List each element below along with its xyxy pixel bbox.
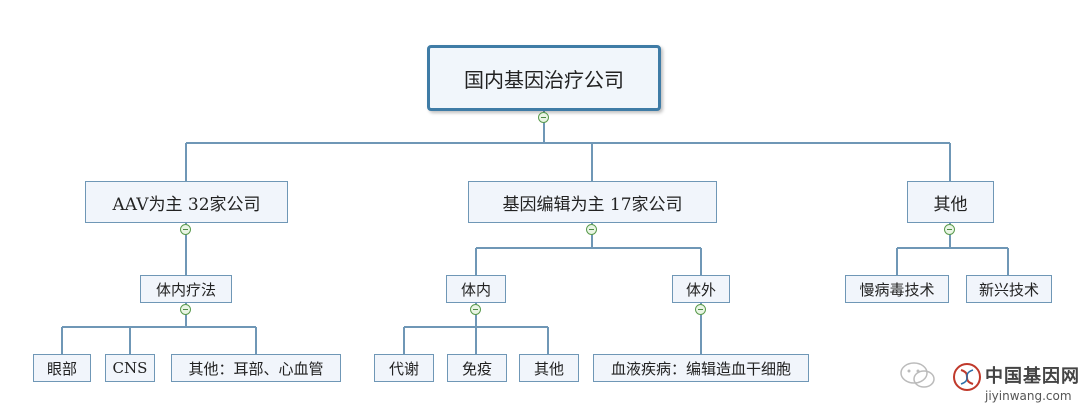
collapse-toggle-icon[interactable]	[695, 304, 706, 315]
editing-ex-vivo-node[interactable]: 体外	[672, 275, 730, 303]
root-label: 国内基因治疗公司	[464, 67, 624, 92]
emerging-tech-label: 新兴技术	[978, 280, 1039, 299]
aav-node[interactable]: AAV为主 32家公司	[85, 181, 288, 223]
editing-other-node[interactable]: 其他	[519, 354, 579, 382]
emerging-tech-node[interactable]: 新兴技术	[966, 275, 1052, 303]
editing-ex-vivo-label: 体外	[685, 280, 716, 299]
collapse-toggle-icon[interactable]	[538, 112, 549, 123]
root-node[interactable]: 国内基因治疗公司	[427, 45, 661, 111]
editing-in-vivo-node[interactable]: 体内	[446, 275, 506, 303]
other-node[interactable]: 其他	[907, 181, 994, 223]
blood-disease-label: 血液疾病：编辑造血干细胞	[610, 359, 791, 378]
collapse-toggle-icon[interactable]	[470, 304, 481, 315]
metabolism-node[interactable]: 代谢	[374, 354, 434, 382]
collapse-toggle-icon[interactable]	[944, 224, 955, 235]
watermark-title: 中国基因网	[985, 366, 1080, 387]
gene-editing-node[interactable]: 基因编辑为主 17家公司	[468, 181, 717, 223]
eye-node[interactable]: 眼部	[33, 354, 91, 382]
editing-in-vivo-label: 体内	[460, 280, 491, 299]
editing-other-label: 其他	[533, 359, 564, 378]
lentivirus-node[interactable]: 慢病毒技术	[845, 275, 949, 303]
aav-label: AAV为主 32家公司	[112, 194, 261, 215]
cns-node[interactable]: CNS	[105, 354, 155, 382]
logo-icon	[953, 363, 981, 391]
aav-other-label: 其他：耳部、心血管	[188, 359, 324, 378]
collapse-toggle-icon[interactable]	[586, 224, 597, 235]
in-vivo-therapy-node[interactable]: 体内疗法	[140, 275, 232, 303]
cns-label: CNS	[112, 359, 148, 377]
immunity-label: 免疫	[461, 359, 492, 378]
collapse-toggle-icon[interactable]	[180, 224, 191, 235]
lentivirus-label: 慢病毒技术	[859, 280, 935, 299]
metabolism-label: 代谢	[388, 359, 419, 378]
wechat-icon	[900, 362, 935, 388]
immunity-node[interactable]: 免疫	[447, 354, 507, 382]
blood-disease-node[interactable]: 血液疾病：编辑造血干细胞	[593, 354, 809, 382]
eye-label: 眼部	[46, 359, 77, 378]
collapse-toggle-icon[interactable]	[180, 304, 191, 315]
gene-editing-label: 基因编辑为主 17家公司	[502, 194, 683, 215]
aav-other-node[interactable]: 其他：耳部、心血管	[171, 354, 341, 382]
watermark-subtitle: jiyinwang.com	[985, 389, 1072, 403]
in-vivo-therapy-label: 体内疗法	[155, 280, 216, 299]
other-label: 其他	[933, 194, 968, 215]
